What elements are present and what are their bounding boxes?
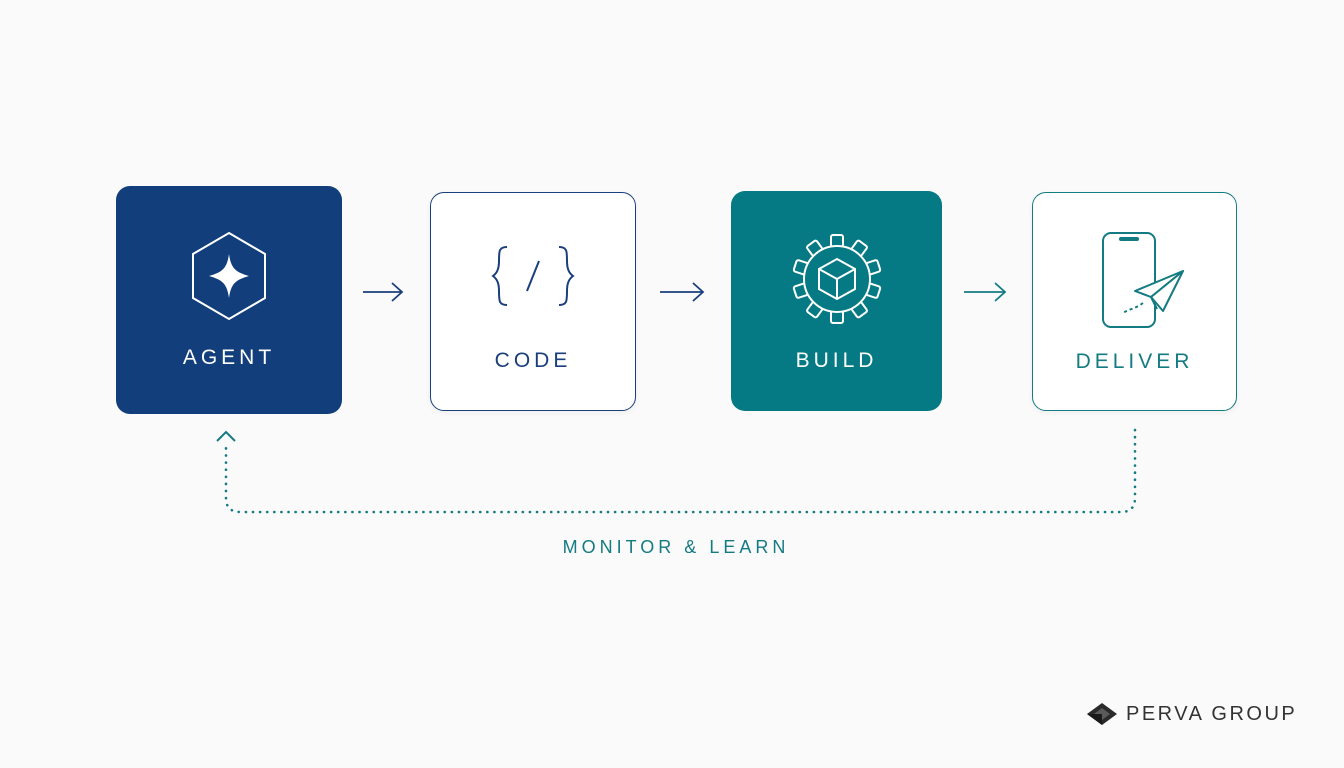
arrow-right-icon [660, 282, 705, 302]
arrow-right-icon [964, 282, 1007, 302]
loop-label: MONITOR & LEARN [562, 537, 790, 557]
step-deliver-card: DELIVER [1032, 192, 1237, 411]
arrow-right-icon [363, 282, 404, 302]
phone-paper-plane-icon [1033, 231, 1236, 331]
step-build-label: BUILD [795, 349, 878, 372]
code-braces-icon [431, 241, 635, 311]
step-code-card: CODE [430, 192, 636, 411]
brand-logo: PERVA GROUP [1086, 702, 1297, 726]
brand-name: PERVA GROUP [1126, 702, 1298, 725]
step-agent-card: AGENT [116, 186, 342, 414]
perva-logo-icon [1087, 703, 1117, 725]
step-build-card: BUILD [731, 191, 942, 411]
gear-cube-icon [731, 233, 942, 325]
sparkle-hexagon-icon [116, 230, 342, 322]
step-agent-label: AGENT [182, 346, 276, 369]
step-deliver-label: DELIVER [1075, 350, 1194, 373]
step-code-label: CODE [494, 349, 572, 372]
